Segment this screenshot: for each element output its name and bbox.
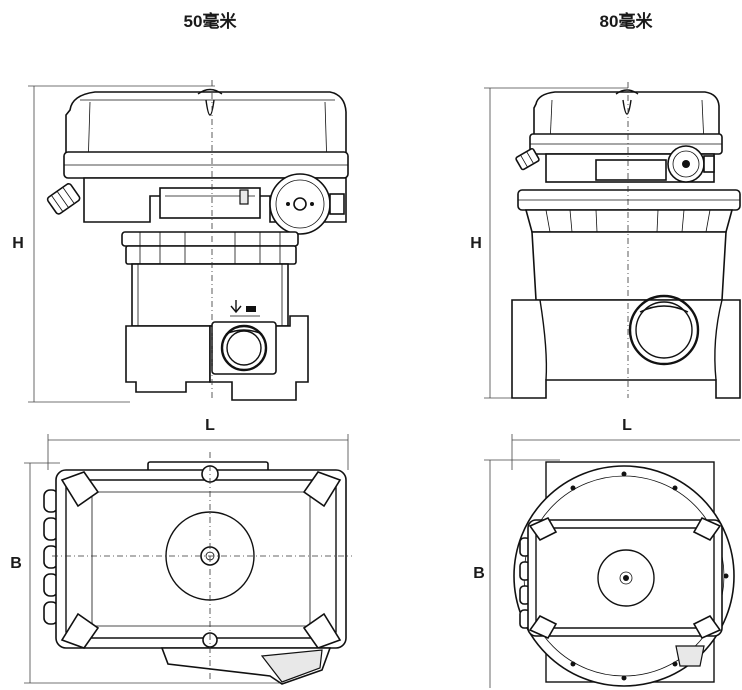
title-50mm: 50毫米	[184, 11, 238, 31]
dim-label-h-50: H	[12, 235, 24, 252]
top-view-50mm	[43, 452, 352, 685]
dim-label-b-50: B	[10, 555, 22, 572]
dim-label-l-50: L	[205, 417, 215, 434]
side-view-80mm	[511, 82, 741, 399]
title-80mm: 80毫米	[600, 11, 654, 31]
dimension-lines	[24, 85, 740, 688]
top-view-80mm	[513, 461, 735, 687]
dim-label-b-80: B	[473, 565, 485, 582]
side-view-50mm	[46, 80, 349, 401]
dim-label-h-80: H	[470, 235, 482, 252]
dim-label-l-80: L	[622, 417, 632, 434]
